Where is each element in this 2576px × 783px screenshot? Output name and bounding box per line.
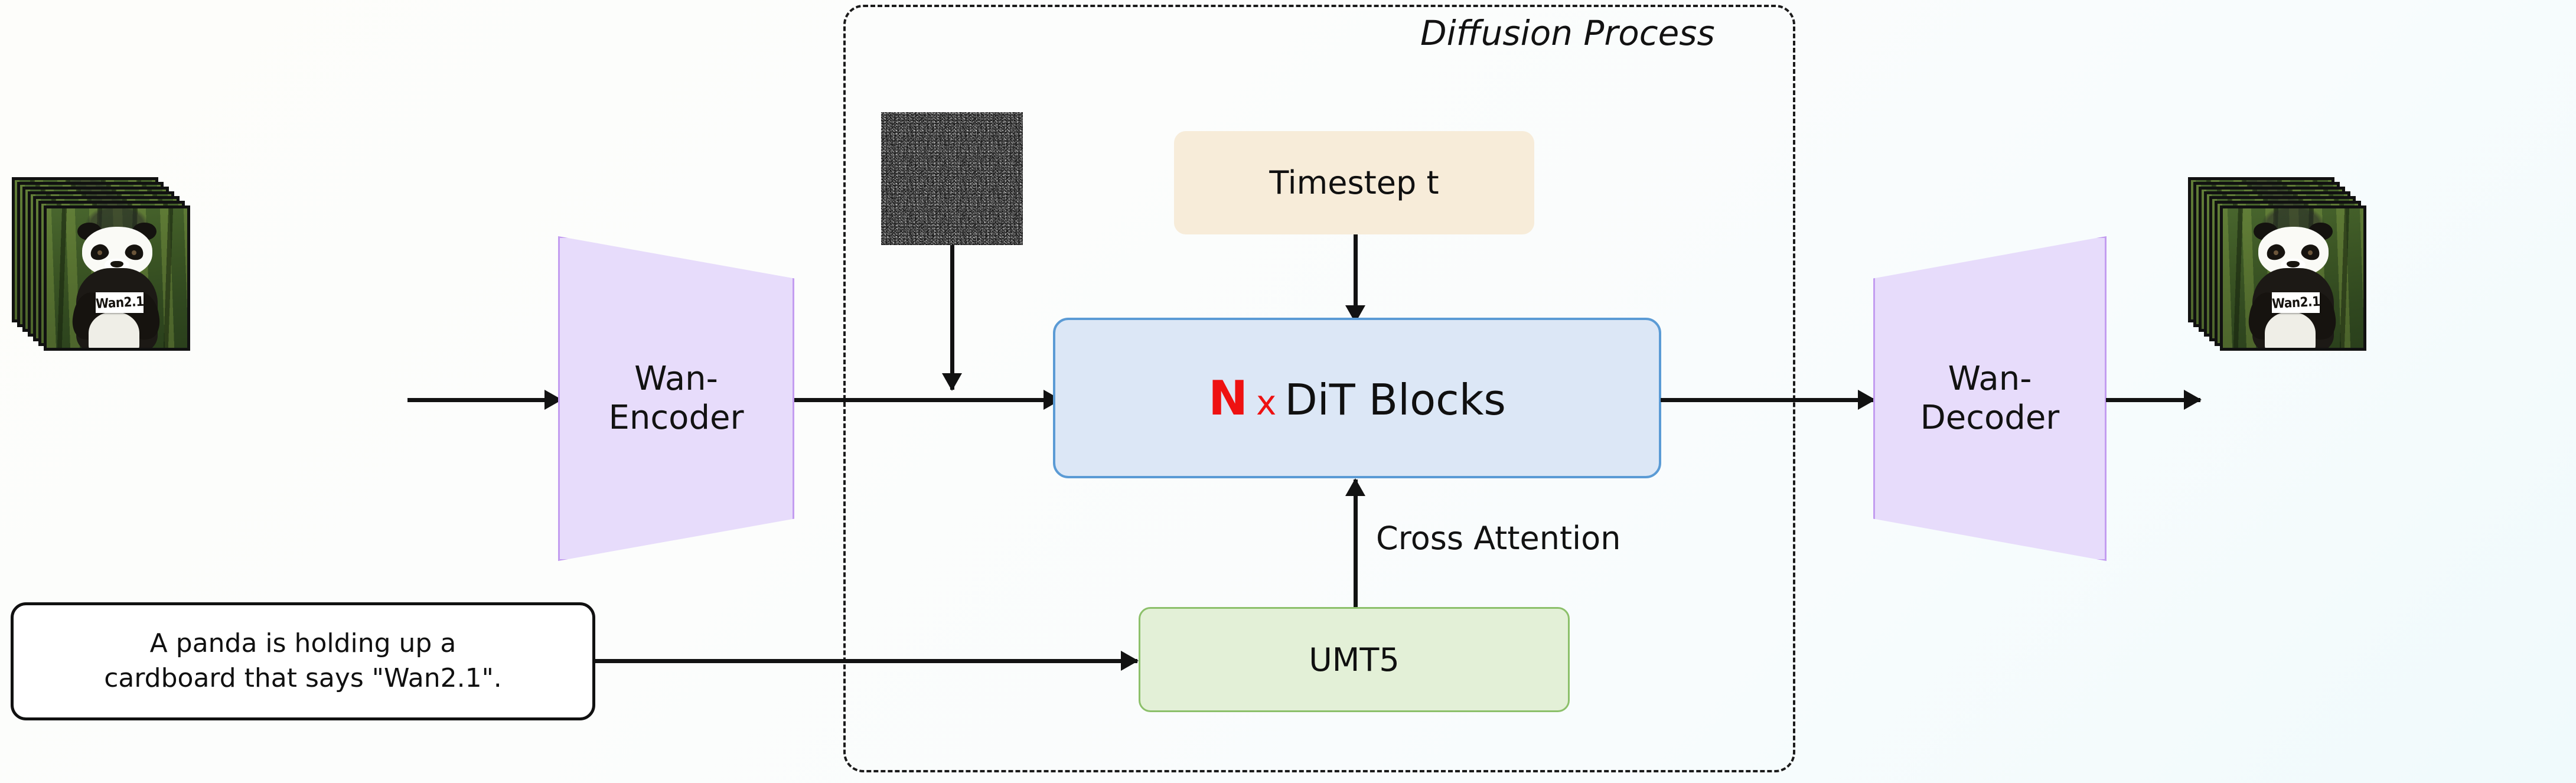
arrow-noise-to-latent bbox=[942, 245, 962, 391]
timestep-block[interactable]: Timestep t bbox=[1174, 131, 1534, 234]
arrow-dit-to-decoder bbox=[1661, 390, 1876, 410]
cross-attention-label: Cross Attention bbox=[1376, 520, 1621, 557]
timestep-label: Timestep t bbox=[1269, 164, 1439, 201]
dit-count-n: N bbox=[1208, 370, 1248, 426]
arrow-decoder-to-output bbox=[2106, 390, 2202, 410]
gaussian-noise-patch bbox=[881, 112, 1023, 245]
arrow-encoder-to-dit bbox=[794, 390, 1061, 410]
dit-multiplier-x: x bbox=[1256, 382, 1277, 423]
wan-decoder-block[interactable]: Wan- Decoder bbox=[1873, 236, 2107, 561]
diffusion-process-label: Diffusion Process bbox=[1420, 13, 1715, 53]
panda-sign-text: Wan2.1 bbox=[2271, 293, 2321, 312]
video-frame-front: Wan2.1 bbox=[44, 205, 190, 351]
decoder-label-line2: Decoder bbox=[1920, 399, 2060, 437]
panda-sign: Wan2.1 bbox=[95, 292, 145, 313]
prompt-text-box[interactable]: A panda is holding up a cardboard that s… bbox=[11, 602, 595, 720]
prompt-line-1: A panda is holding up a bbox=[149, 628, 456, 659]
arrow-prompt-to-umt5 bbox=[595, 651, 1139, 671]
arrow-video-to-encoder bbox=[407, 390, 562, 410]
umt5-block[interactable]: UMT5 bbox=[1139, 607, 1570, 712]
input-video-stack: Wan2.1 bbox=[12, 177, 190, 413]
video-frame-front: Wan2.1 bbox=[2220, 205, 2366, 351]
arrow-umt5-to-dit bbox=[1345, 478, 1365, 607]
dit-blocks-label: DiT Blocks bbox=[1284, 374, 1506, 425]
panda-sign-text: Wan2.1 bbox=[95, 293, 145, 312]
encoder-label-line2: Encoder bbox=[608, 399, 744, 437]
umt5-label: UMT5 bbox=[1309, 641, 1400, 678]
prompt-line-2: cardboard that says "Wan2.1". bbox=[104, 663, 502, 693]
panda-sign: Wan2.1 bbox=[2271, 292, 2321, 313]
wan-encoder-block[interactable]: Wan- Encoder bbox=[558, 236, 794, 561]
output-video-stack: Wan2.1 bbox=[2188, 177, 2366, 413]
decoder-label-line1: Wan- bbox=[1948, 359, 2032, 398]
diffusion-process-container bbox=[843, 5, 1795, 772]
arrow-timestep-to-dit bbox=[1345, 234, 1365, 323]
encoder-label-line1: Wan- bbox=[634, 359, 718, 398]
